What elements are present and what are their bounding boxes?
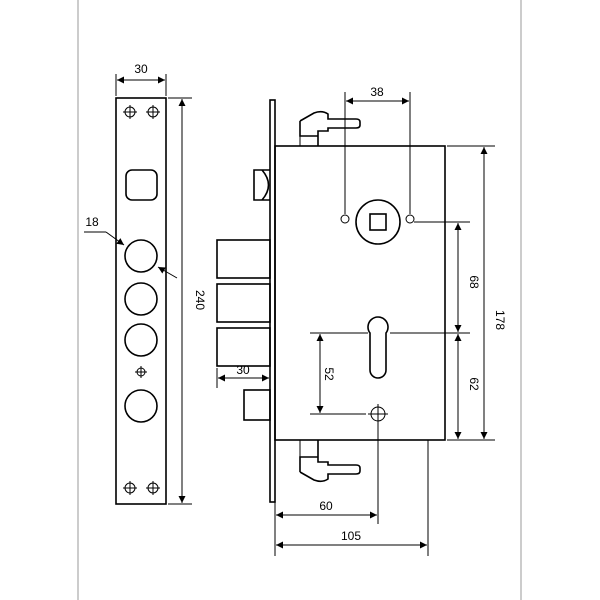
lock-case [274,145,446,441]
dim-body-height: 178 [447,145,507,441]
deadbolt-3 [216,327,271,367]
label-bolt-throw: 30 [236,363,250,377]
dim-cylinder-to-screw: 52 [310,332,368,415]
label-backset: 60 [319,499,333,513]
bottom-lever [299,440,361,483]
dim-spindle-to-cylinder: 68 [390,221,481,334]
dim-hole-diameter: 18 [84,215,178,279]
drawing-frame [77,0,522,600]
top-screw-left [123,105,137,119]
lower-bolt [243,389,271,421]
deadbolt-2 [216,283,271,323]
label-body-depth: 105 [341,529,361,543]
label-spindle-to-screw: 38 [370,85,384,99]
dim-bolt-throw: 30 [216,363,269,388]
top-lever [299,110,361,146]
label-faceplate-width: 30 [134,62,148,76]
middle-screw [135,366,147,378]
latch-window [125,169,158,201]
label-faceplate-height: 240 [193,290,207,310]
label-cylinder-to-screw: 52 [322,367,336,381]
dim-body-depth: 105 [276,529,427,549]
bolt-hole-1 [124,239,158,273]
case-screw [368,404,388,424]
deadbolt-1 [216,239,271,279]
dim-faceplate-width: 30 [115,62,167,96]
label-body-height: 178 [493,310,507,330]
bottom-screw-right [146,481,160,495]
bottom-screw-left [123,481,137,495]
dim-cylinder-to-bottom: 62 [454,334,481,439]
label-hole-diameter: 18 [85,215,99,229]
spindle-hub [340,199,415,245]
bolt-hole-3 [124,323,158,357]
top-screw-right [146,105,160,119]
bottom-extension-lines [274,424,429,556]
label-cylinder-to-bottom: 62 [467,377,481,391]
dim-spindle-to-screw: 38 [344,85,411,214]
cylinder-keyhole [367,316,389,379]
bolt-hole-4 [124,389,158,423]
bolt-hole-2 [124,282,158,316]
dim-faceplate-height: 240 [168,97,207,505]
lock-body [216,99,446,503]
dim-backset: 60 [276,499,377,519]
label-spindle-to-cylinder: 68 [467,275,481,289]
faceplate [115,97,167,505]
latch-bolt [253,169,270,201]
